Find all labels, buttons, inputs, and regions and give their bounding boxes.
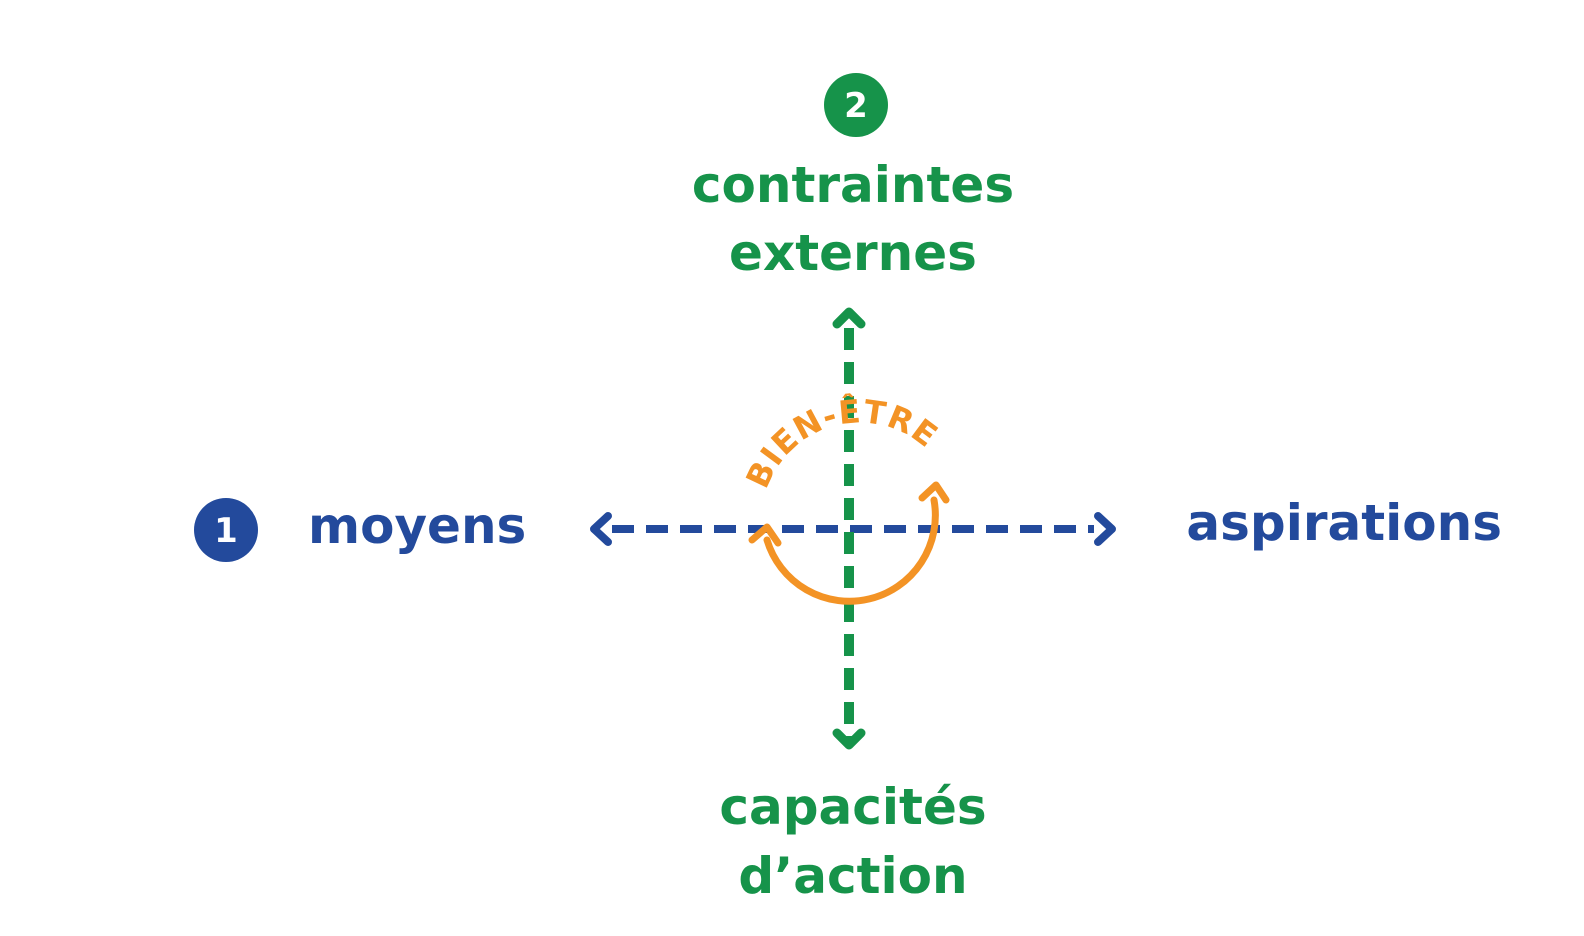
- badge-two: 2: [824, 73, 888, 137]
- badge-one: 1: [194, 498, 258, 562]
- down-arrowhead: [832, 728, 866, 750]
- top-label-line2: externes: [729, 224, 977, 282]
- cycle-arrowhead-right: [918, 481, 950, 504]
- badge-one-circle: [194, 498, 258, 562]
- top-label-line1: contraintes: [692, 156, 1014, 214]
- cycle-arc: [763, 496, 939, 605]
- right-label: aspirations: [1186, 494, 1502, 552]
- left-arrowhead: [590, 512, 612, 546]
- up-arrowhead: [832, 307, 866, 329]
- vertical-axis: [832, 307, 866, 750]
- left-label: moyens: [308, 497, 526, 555]
- horizontal-axis: [590, 512, 1116, 546]
- right-arrowhead: [1094, 512, 1116, 546]
- bottom-label-line1: capacités: [719, 778, 986, 836]
- badge-one-number: 1: [214, 511, 238, 551]
- badge-two-number: 2: [844, 86, 868, 126]
- cycle-arrowhead-left: [748, 523, 782, 547]
- wellbeing-cycle: BIEN-ÊTRE: [738, 392, 950, 605]
- badge-two-circle: [824, 73, 888, 137]
- wellbeing-label: BIEN-ÊTRE: [738, 392, 945, 494]
- bottom-label-line2: d’action: [738, 847, 967, 905]
